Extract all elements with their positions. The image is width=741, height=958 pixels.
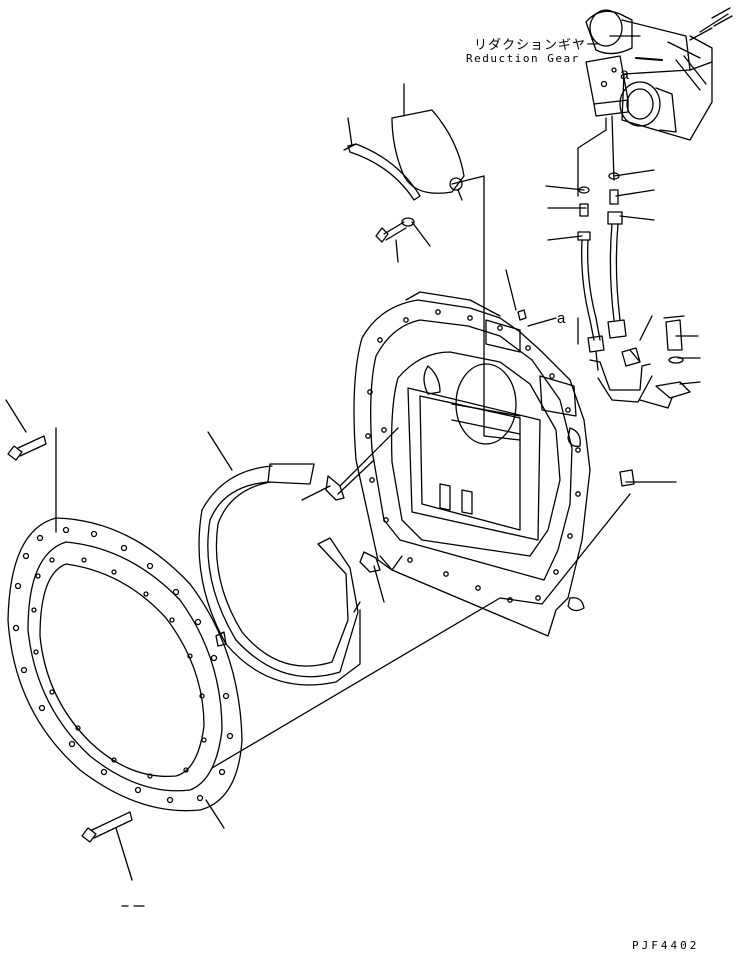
main-housing	[353, 291, 591, 637]
reference-a-top: a	[620, 66, 629, 83]
hose-fittings	[577, 172, 691, 403]
reference-a-mid: a	[557, 310, 566, 327]
bolts	[5, 399, 145, 907]
reduction-gear	[585, 7, 733, 141]
reduction-gear-label-en: Reduction Gear	[466, 52, 580, 65]
seal-ring	[198, 431, 361, 686]
flange-ring	[7, 517, 243, 812]
cover-plate	[347, 83, 485, 263]
drawing-code: PJF4402	[632, 939, 700, 952]
reduction-gear-label-jp: リダクションギヤー	[474, 38, 601, 53]
